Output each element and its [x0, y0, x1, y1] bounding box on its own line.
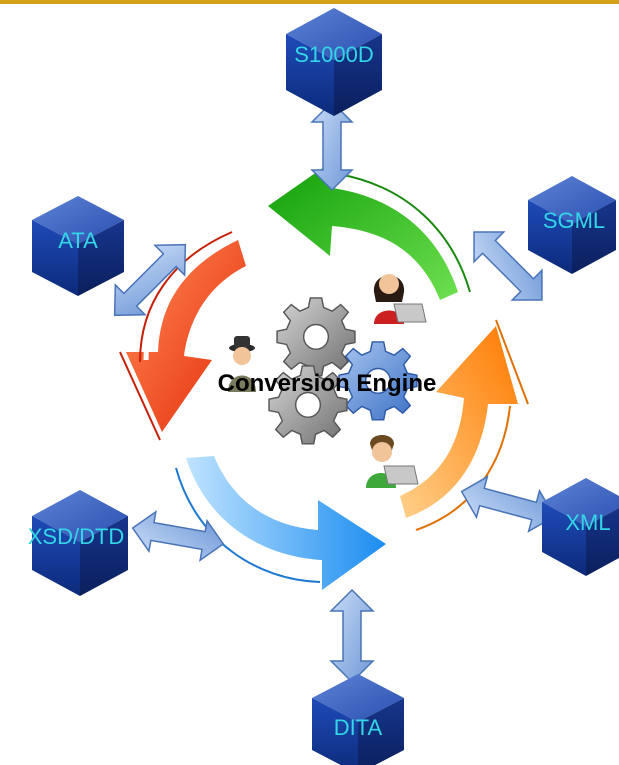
double-arrow-xsd-dtd-icon: [131, 510, 225, 562]
node-label-s1000d: S1000D: [294, 42, 374, 67]
gear-blue-icon: [338, 341, 418, 421]
double-arrow-dita-icon: [329, 588, 375, 684]
person-man-hat-icon: [228, 336, 256, 392]
cube-ata-icon: [32, 196, 124, 296]
node-label-xml: XML: [565, 510, 610, 535]
cube-sgml-icon: [528, 176, 616, 274]
double-arrow-s1000d-icon: [310, 100, 354, 192]
node-label-sgml: SGML: [543, 208, 605, 233]
cube-dita-icon: [312, 674, 404, 765]
person-woman-laptop-icon: [373, 274, 427, 324]
gear-grey-top-icon: [276, 297, 356, 377]
curved-arrow-green-icon: [268, 160, 471, 300]
gear-grey-bottom-icon: [268, 365, 348, 445]
person-man-laptop-icon: [366, 435, 419, 488]
curved-arrow-red-icon: [119, 231, 246, 441]
cube-xml-icon: [542, 478, 619, 576]
curved-arrow-blue-icon: [175, 456, 386, 590]
node-label-xsd-dtd: XSD/DTD: [28, 524, 125, 549]
node-label-ata: ATA: [58, 228, 98, 253]
cube-xsd-dtd-icon: [32, 490, 128, 596]
cube-s1000d-icon: [286, 8, 382, 116]
top-bar: [0, 0, 619, 4]
node-label-dita: DITA: [334, 715, 383, 740]
double-arrow-sgml-icon: [473, 231, 543, 301]
center-label: Conversion Engine: [218, 370, 437, 397]
double-arrow-ata-icon: [113, 243, 187, 317]
